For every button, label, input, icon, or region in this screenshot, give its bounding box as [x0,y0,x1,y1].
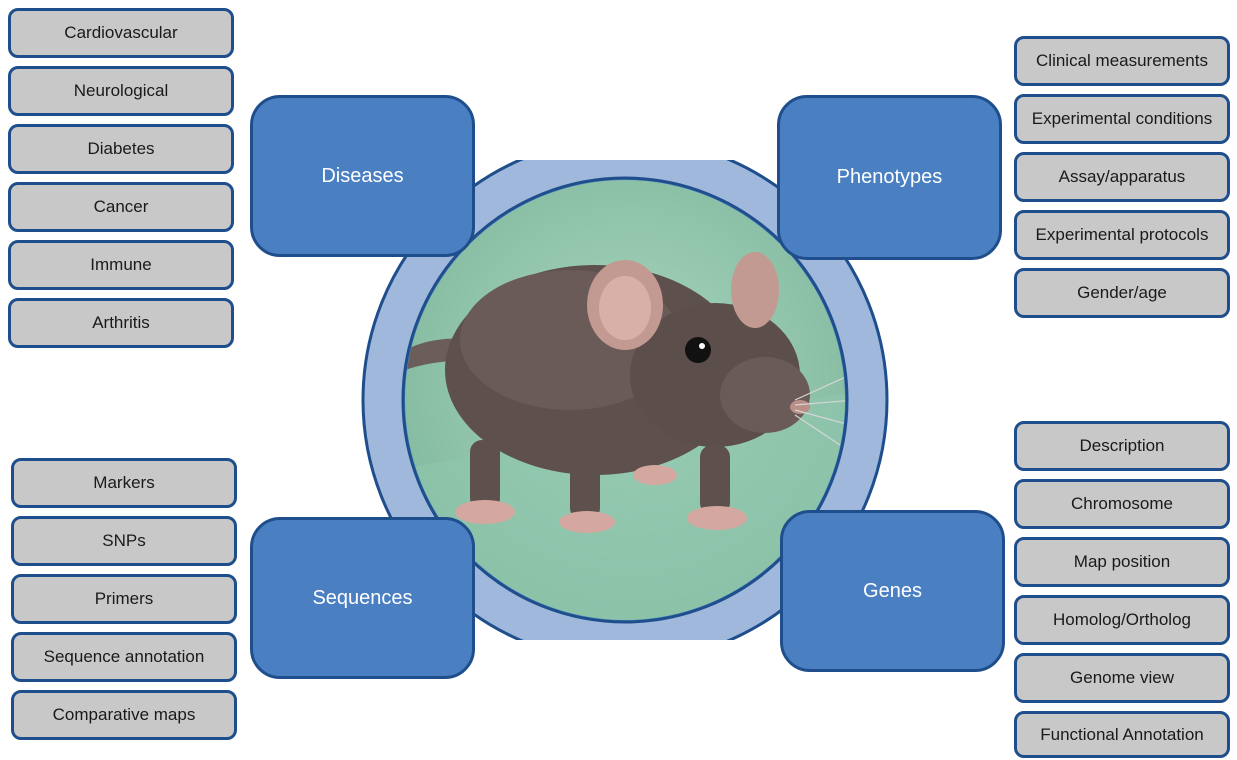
disease-item-cardiovascular[interactable]: Cardiovascular [8,8,234,58]
hub-genes[interactable]: Genes [780,510,1005,672]
phenotype-item-experimental-protocols[interactable]: Experimental protocols [1014,210,1230,260]
sequence-item-sequence-annotation[interactable]: Sequence annotation [11,632,237,682]
sequence-item-primers[interactable]: Primers [11,574,237,624]
disease-item-neurological[interactable]: Neurological [8,66,234,116]
hub-sequences[interactable]: Sequences [250,517,475,679]
sequence-item-comparative-maps[interactable]: Comparative maps [11,690,237,740]
disease-item-cancer[interactable]: Cancer [8,182,234,232]
gene-item-chromosome[interactable]: Chromosome [1014,479,1230,529]
sequence-item-snps[interactable]: SNPs [11,516,237,566]
gene-item-description[interactable]: Description [1014,421,1230,471]
phenotype-item-clinical-measurements[interactable]: Clinical measurements [1014,36,1230,86]
phenotype-item-gender-age[interactable]: Gender/age [1014,268,1230,318]
disease-item-diabetes[interactable]: Diabetes [8,124,234,174]
disease-item-arthritis[interactable]: Arthritis [8,298,234,348]
disease-item-immune[interactable]: Immune [8,240,234,290]
gene-item-map-position[interactable]: Map position [1014,537,1230,587]
hub-phenotypes[interactable]: Phenotypes [777,95,1002,260]
hub-diseases[interactable]: Diseases [250,95,475,257]
phenotype-item-assay-apparatus[interactable]: Assay/apparatus [1014,152,1230,202]
sequence-item-markers[interactable]: Markers [11,458,237,508]
gene-item-homolog-ortholog[interactable]: Homolog/Ortholog [1014,595,1230,645]
gene-item-functional-annotation[interactable]: Functional Annotation [1014,711,1230,758]
phenotype-item-experimental-conditions[interactable]: Experimental conditions [1014,94,1230,144]
gene-item-genome-view[interactable]: Genome view [1014,653,1230,703]
